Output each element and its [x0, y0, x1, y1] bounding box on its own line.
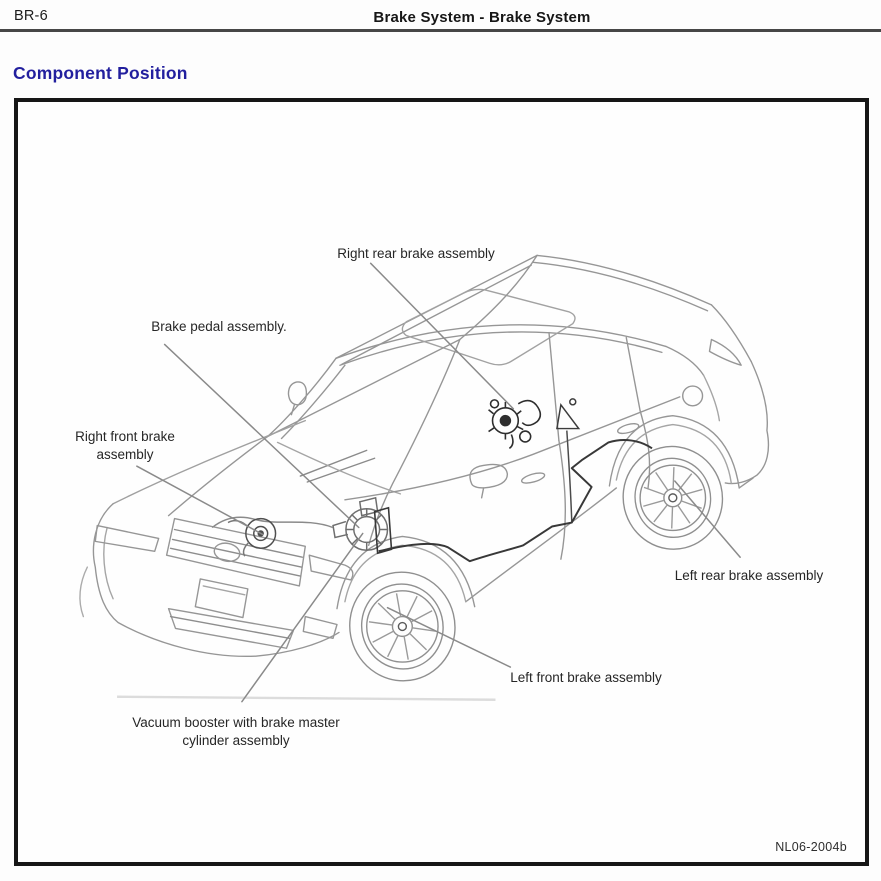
brake-pedal-part: [488, 399, 542, 450]
ground-shadow: [117, 695, 496, 701]
label-right-front-brake: Right front brake assembly: [75, 429, 175, 462]
label-left-rear-brake: Left rear brake assembly: [674, 568, 824, 584]
leader-lines: [136, 262, 741, 703]
rear-wheel: [622, 445, 724, 550]
front-wheel: [349, 571, 456, 682]
label-brake-pedal: Brake pedal assembly.: [151, 319, 287, 335]
section-heading: Component Position: [13, 63, 188, 83]
label-right-rear-brake: Right rear brake assembly: [337, 246, 495, 262]
vehicle-body: [79, 254, 770, 658]
leader-right-rear: [369, 262, 515, 410]
right-front-brake-part: [227, 517, 277, 557]
vehicle-illustration: [79, 254, 770, 703]
header-rule: [0, 29, 881, 32]
component-position-figure: Right rear brake assembly Brake pedal as…: [14, 98, 869, 866]
label-left-front-brake: Left front brake assembly: [510, 670, 662, 686]
leader-brake-pedal: [163, 343, 360, 529]
page-number: BR-6: [14, 8, 48, 24]
leader-vacuum-booster: [241, 532, 364, 703]
sensor-part: [556, 398, 581, 522]
label-vacuum-booster: Vacuum booster with brake master cylinde…: [132, 715, 340, 748]
brake-pipe-line: [378, 439, 653, 563]
header-title: Brake System - Brake System: [373, 9, 591, 26]
vacuum-booster-part: [211, 496, 389, 552]
leader-left-rear: [674, 480, 741, 558]
leader-left-front: [386, 606, 512, 668]
pedal-bracket-part: [373, 506, 393, 555]
figure-code: NL06-2004b: [775, 840, 847, 854]
leader-right-front: [136, 465, 264, 536]
